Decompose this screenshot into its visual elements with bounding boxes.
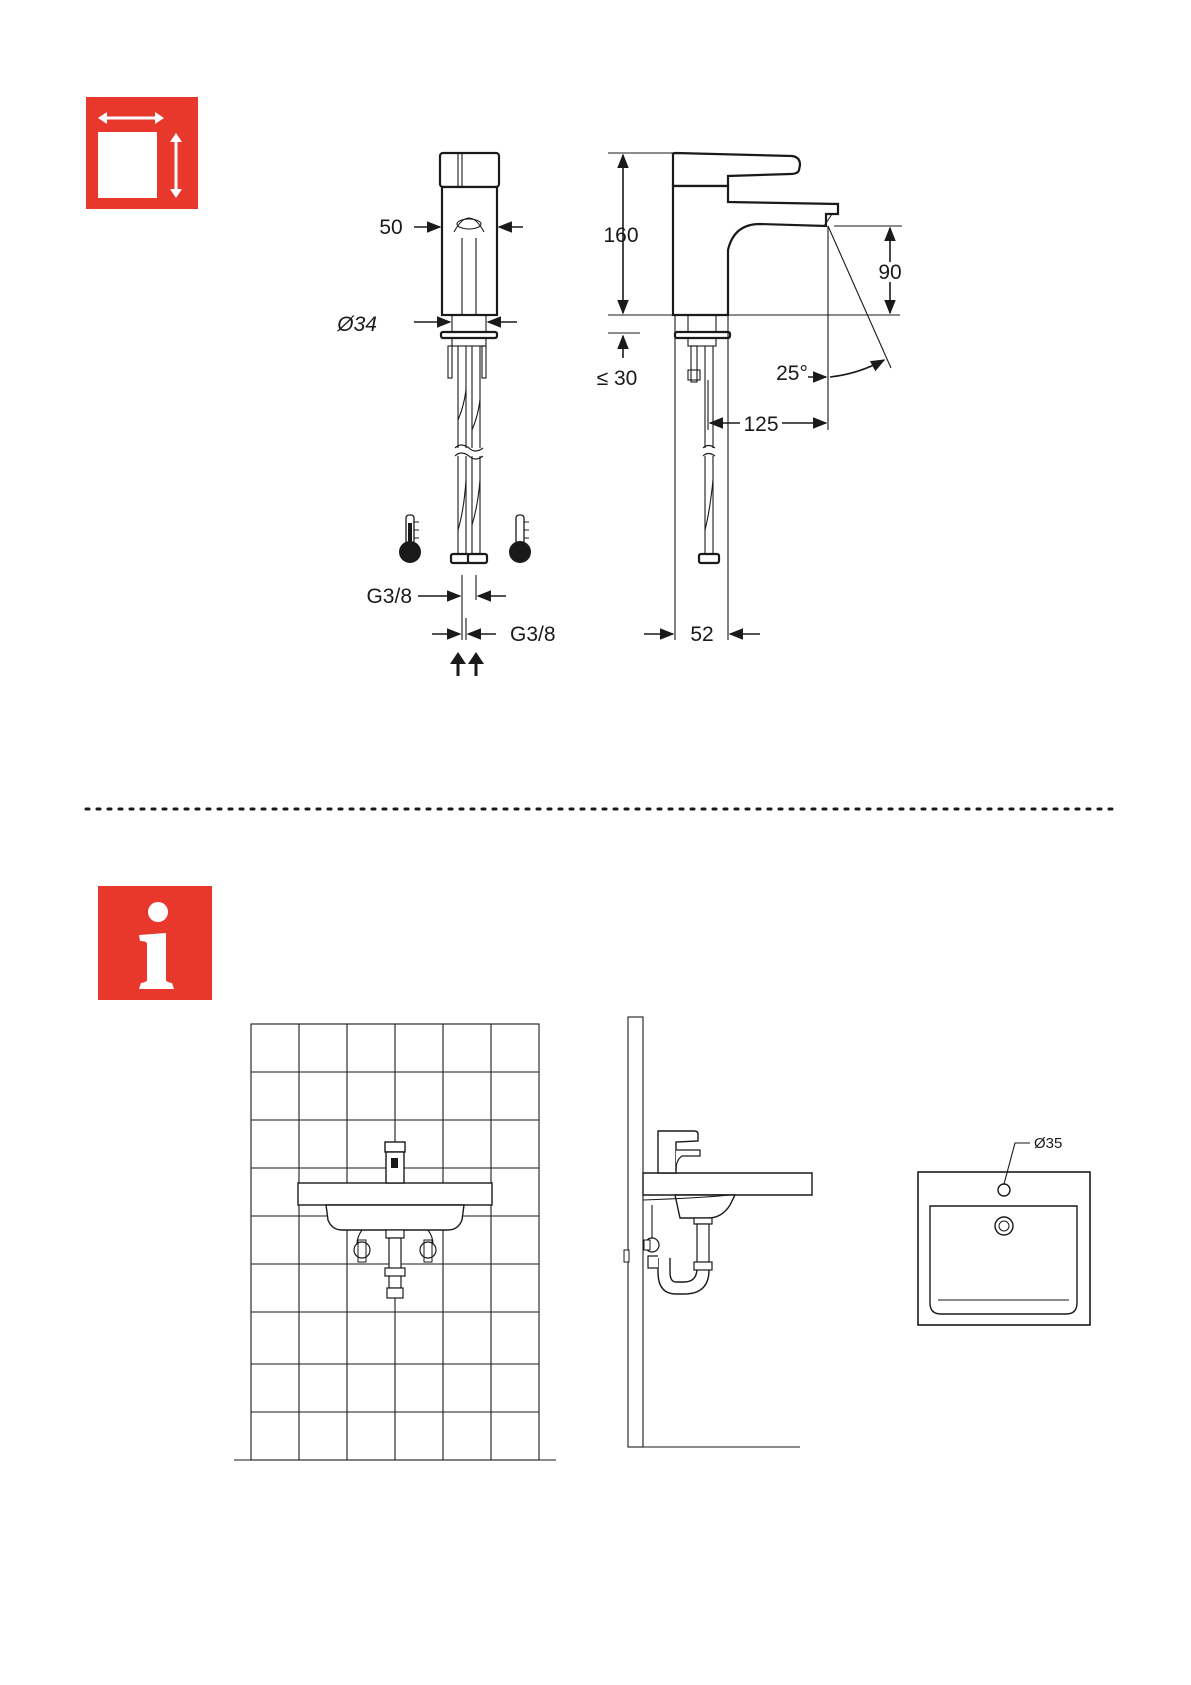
front-view: 50 Ø34 G3/8 G3/8 — [336, 153, 555, 676]
water-flow-arrows-icon — [450, 652, 484, 676]
diameter-dim-label: Ø34 — [336, 313, 377, 336]
depth-dim-label: 52 — [690, 623, 713, 646]
hole-diameter-label: Ø35 — [1034, 1135, 1062, 1152]
reach-dim-label: 125 — [743, 413, 778, 436]
dimensions-icon — [86, 97, 198, 209]
connection-right-label: G3/8 — [510, 623, 556, 646]
height-dim-label: 160 — [603, 224, 638, 247]
connection-left-label: G3/8 — [366, 585, 412, 608]
info-icon — [98, 886, 212, 1000]
width-dim-label: 50 — [379, 216, 402, 239]
thermometer-cold-icon — [509, 515, 531, 563]
side-view: 160 ≤ 30 90 25° 125 52 — [597, 153, 902, 646]
basin-top-view: Ø35 — [918, 1135, 1090, 1325]
thermometer-hot-icon — [399, 515, 421, 563]
spout-height-dim-label: 90 — [878, 261, 901, 284]
installation-front-view — [234, 1024, 556, 1460]
mount-dim-label: ≤ 30 — [597, 367, 638, 390]
angle-dim-label: 25° — [776, 362, 808, 385]
installation-side-view — [624, 1017, 812, 1447]
